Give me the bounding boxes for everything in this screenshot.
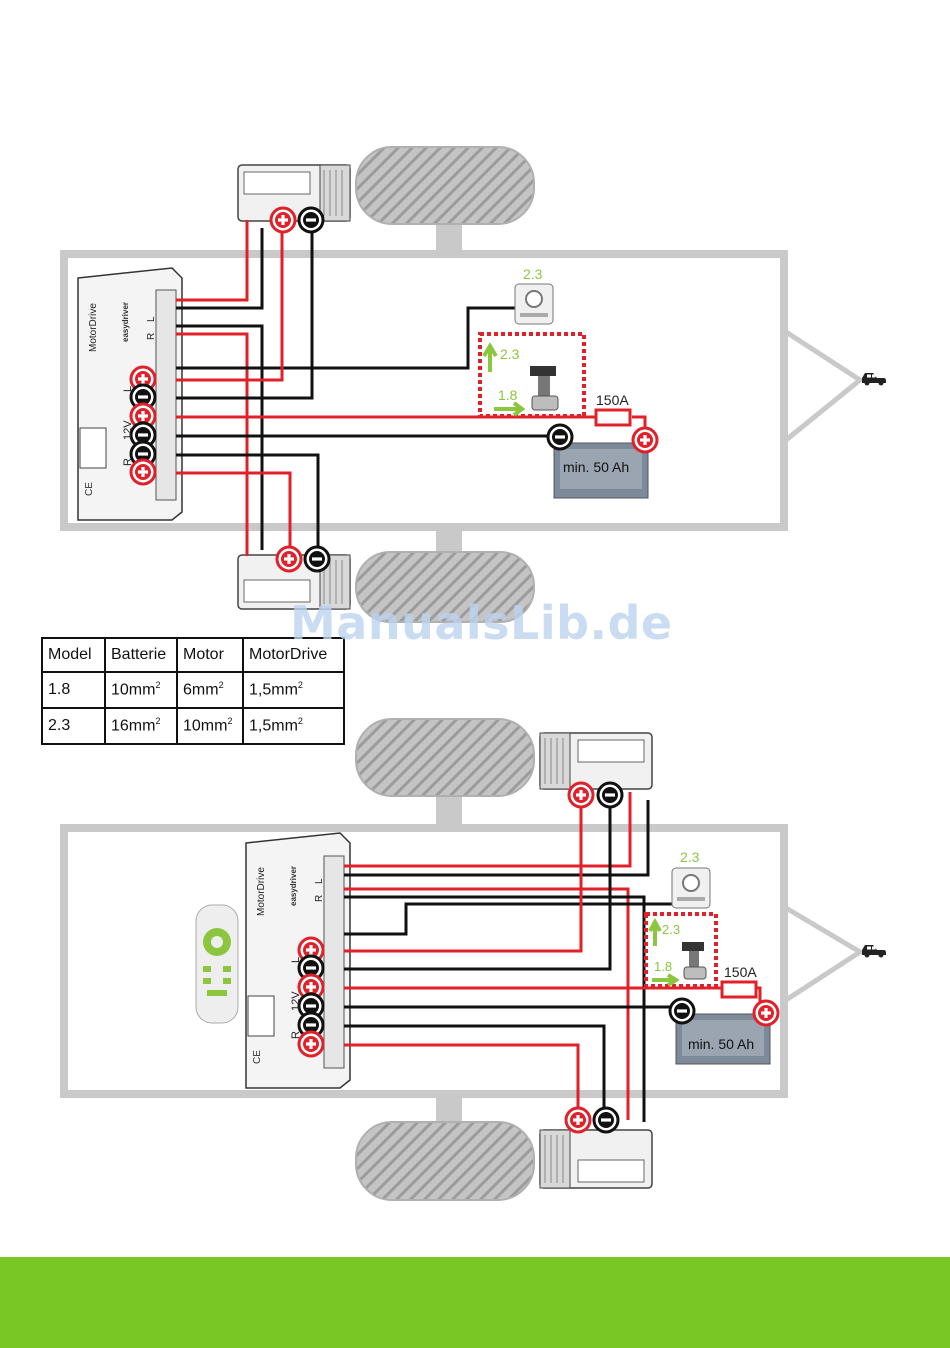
cell-model: 1.8 <box>42 672 105 708</box>
top-drawbar <box>786 332 860 440</box>
bottom-switch-tag-18: 1.8 <box>654 959 672 974</box>
cell-motordrive: 1,5mm2 <box>243 672 344 708</box>
bottom-handheld-remote <box>196 905 238 1023</box>
header-motor: Motor <box>177 638 243 672</box>
bottom-remote-tag: 2.3 <box>680 849 700 865</box>
top-brand-label: easydriver <box>121 302 130 342</box>
bottom-main-switch-icon <box>682 942 706 979</box>
bottom-drawbar <box>786 908 860 1000</box>
bottom-battery-label: min. 50 Ah <box>688 1036 754 1052</box>
bottom-axle-lower <box>436 1096 462 1124</box>
bottom-wiring-diagram: MotorDrive easydriver L 12V R L R CE 2.3… <box>64 719 886 1200</box>
bottom-car-icon <box>862 945 886 958</box>
bottom-ce-mark: CE <box>252 1050 263 1064</box>
bottom-box-terminal-R-plus <box>299 1032 323 1056</box>
top-arrow-right-icon <box>494 403 522 415</box>
bottom-arrow-right-icon <box>652 975 676 985</box>
bottom-terminal-L-label: L <box>290 957 302 963</box>
top-motor-upper-minus <box>299 208 323 232</box>
top-terminal-R-label: R <box>122 458 134 466</box>
bottom-axle-upper <box>436 795 462 825</box>
table-row: 2.3 16mm2 10mm2 1,5mm2 <box>42 708 344 744</box>
bottom-motor-lower-plus <box>566 1108 590 1132</box>
cell-battery: 16mm2 <box>105 708 177 744</box>
top-axle-upper <box>436 224 462 252</box>
bottom-tyre-lower <box>356 1122 534 1200</box>
top-battery-label: min. 50 Ah <box>563 459 629 475</box>
cable-spec-table: Model Batterie Motor MotorDrive 1.8 10mm… <box>41 637 345 745</box>
top-box-side-R-label: R <box>146 333 157 340</box>
bottom-brand-label: easydriver <box>289 866 298 906</box>
bottom-motor-upper-minus <box>598 783 622 807</box>
bottom-terminal-R-label: R <box>290 1031 302 1039</box>
top-main-switch-icon <box>530 366 558 410</box>
top-motor-lower-plus <box>277 547 301 571</box>
top-tyre-upper <box>356 147 534 224</box>
bottom-remote-receiver-icon <box>672 868 710 908</box>
watermark: ManualsLib.de <box>290 596 673 650</box>
cell-motordrive: 1,5mm2 <box>243 708 344 744</box>
bottom-motor-lower-minus <box>594 1108 618 1132</box>
top-box-side-L-label: L <box>146 316 157 322</box>
top-motordrive-label: MotorDrive <box>88 303 99 352</box>
top-car-icon <box>862 373 886 386</box>
top-axle-lower <box>436 529 462 554</box>
top-battery-minus <box>548 425 572 449</box>
bottom-motor-upper <box>540 733 652 789</box>
bottom-motor-upper-plus <box>569 783 593 807</box>
bottom-battery-minus <box>670 999 694 1023</box>
top-switch-tag-18: 1.8 <box>498 387 518 403</box>
header-model: Model <box>42 638 105 672</box>
header-battery: Batterie <box>105 638 177 672</box>
cell-motor: 6mm2 <box>177 672 243 708</box>
top-arrow-up-icon <box>484 346 496 372</box>
bottom-tyre-upper <box>356 719 534 796</box>
top-remote-tag: 2.3 <box>523 266 543 282</box>
top-fuse-label: 150A <box>596 392 629 408</box>
top-box-terminal-R-plus <box>131 460 155 484</box>
top-terminal-12v-label: 12V <box>122 420 134 440</box>
cell-model: 2.3 <box>42 708 105 744</box>
bottom-terminal-12v-label: 12V <box>290 991 302 1011</box>
top-battery-plus <box>633 428 657 452</box>
top-motor-upper-plus <box>271 208 295 232</box>
top-switch-tag-23: 2.3 <box>500 346 520 362</box>
bottom-motordrive-label: MotorDrive <box>256 867 267 916</box>
bottom-box-side-L-label: L <box>314 878 325 884</box>
top-ce-mark: CE <box>84 482 95 496</box>
cell-battery: 10mm2 <box>105 672 177 708</box>
top-remote-receiver-icon <box>515 284 553 324</box>
bottom-fuse-label: 150A <box>724 964 757 980</box>
top-motor-lower-minus <box>305 547 329 571</box>
bottom-battery-plus <box>754 1001 778 1025</box>
top-wiring-diagram: MotorDrive easydriver L 12V R L R CE 2.3… <box>64 147 886 622</box>
top-fuse-icon <box>596 410 630 425</box>
bottom-fuse-icon <box>722 982 756 997</box>
bottom-switch-tag-23: 2.3 <box>662 922 680 937</box>
bottom-box-side-R-label: R <box>314 895 325 902</box>
bottom-motor-lower <box>540 1130 652 1188</box>
bottom-arrow-up-icon <box>650 922 660 946</box>
footer-bar <box>0 1257 950 1348</box>
cell-motor: 10mm2 <box>177 708 243 744</box>
top-terminal-L-label: L <box>122 386 134 392</box>
top-wires <box>176 220 645 556</box>
table-row: 1.8 10mm2 6mm2 1,5mm2 <box>42 672 344 708</box>
